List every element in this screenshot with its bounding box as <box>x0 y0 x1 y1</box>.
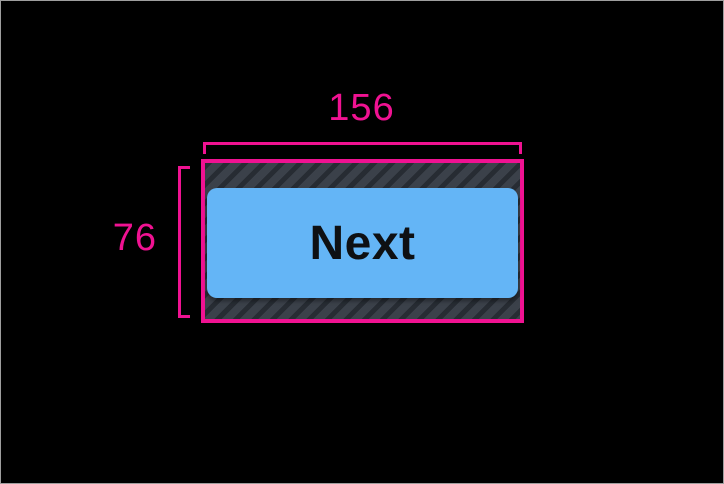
tap-target-padding-region: Next <box>201 159 524 323</box>
next-button[interactable]: Next <box>207 188 518 298</box>
height-measure-bracket <box>178 166 190 318</box>
height-dimension-label: 76 <box>112 217 157 259</box>
width-measure-bracket <box>203 142 522 154</box>
next-button-label: Next <box>309 216 416 270</box>
width-dimension-label: 156 <box>328 87 395 129</box>
